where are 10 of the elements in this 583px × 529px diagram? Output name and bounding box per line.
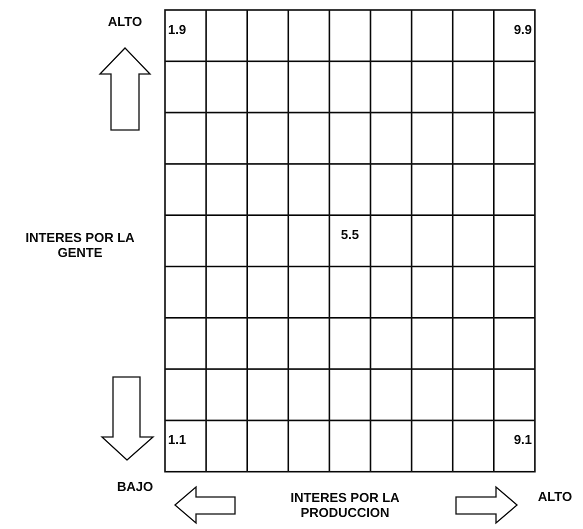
axis-title: INTERES POR LA GENTE <box>24 230 136 260</box>
grid-value: 9.1 <box>514 432 532 448</box>
axis-end-label: ALTO <box>538 489 572 504</box>
axis-end-label: ALTO <box>108 14 142 29</box>
grid-value: 1.9 <box>168 22 186 37</box>
grid-value: 9.9 <box>514 22 532 37</box>
axis-title: INTERES POR LA PRODUCCION <box>289 490 401 520</box>
axis-end-label: BAJO <box>116 479 154 494</box>
grid-value: 5.5 <box>340 227 359 242</box>
grid-value: 1.1 <box>168 432 186 448</box>
